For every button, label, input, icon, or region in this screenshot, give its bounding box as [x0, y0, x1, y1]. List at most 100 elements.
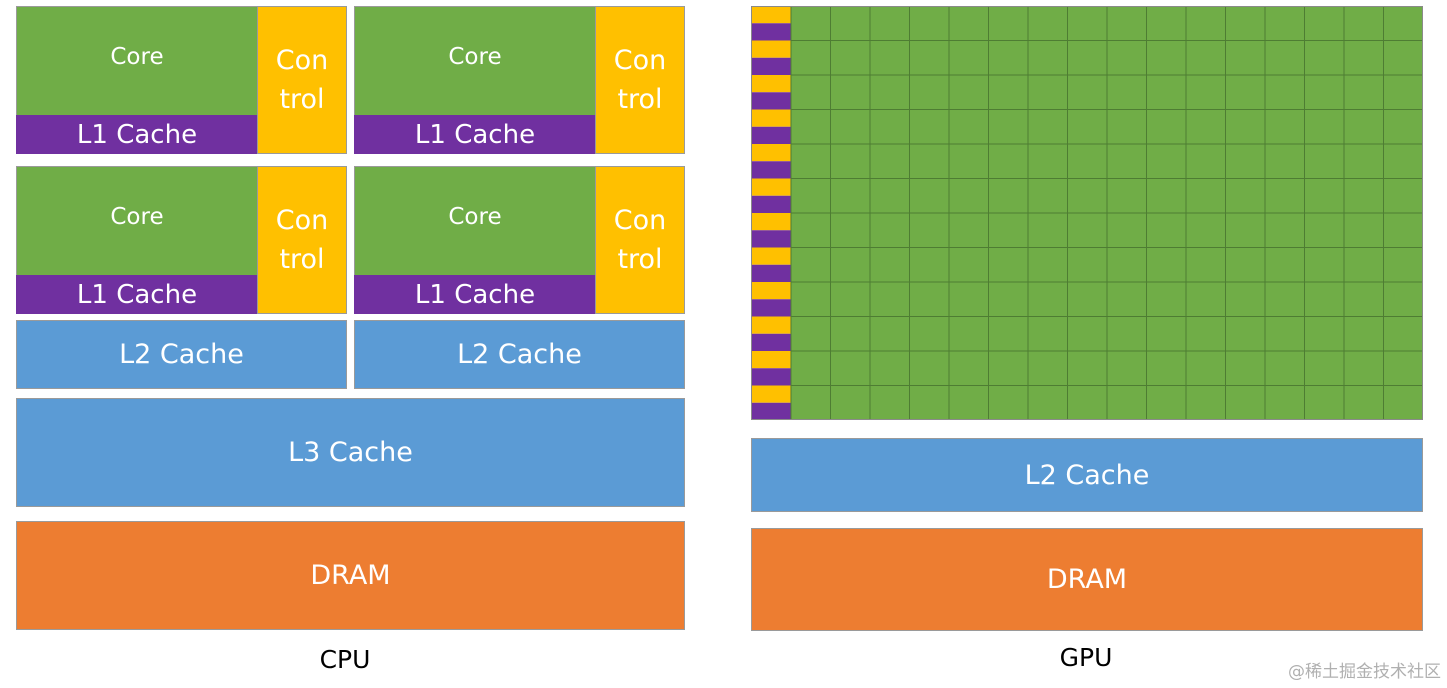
cpu-core-3: Core: [16, 166, 258, 276]
cpu-control-4: Con trol: [595, 166, 685, 314]
cpu-core-1: Core: [16, 6, 258, 116]
gpu-core-cell: [909, 74, 950, 110]
cpu-core-4: Core: [354, 166, 596, 276]
gpu-control-cell: [751, 75, 791, 93]
gpu-core-cell: [1304, 212, 1345, 248]
gpu-core-cell: [1343, 316, 1384, 352]
gpu-core-cell: [1304, 109, 1345, 145]
gpu-core-cell: [1225, 74, 1266, 110]
gpu-core-cell: [1225, 385, 1266, 420]
gpu-l1-cache-cell: [751, 195, 791, 213]
gpu-core-cell: [1185, 316, 1226, 352]
gpu-core-cell: [1106, 316, 1147, 352]
gpu-core-cell: [1264, 109, 1305, 145]
gpu-core-cell: [1264, 74, 1305, 110]
gpu-core-cell: [790, 178, 831, 214]
gpu-core-cell: [869, 281, 910, 317]
gpu-core-cell: [1185, 178, 1226, 214]
gpu-core-cell: [1383, 109, 1423, 145]
gpu-l1-cache-cell: [751, 368, 791, 386]
gpu-control-cell: [751, 385, 791, 403]
gpu-core-cell: [948, 6, 989, 41]
gpu-core-cell: [1185, 143, 1226, 179]
gpu-core-cell: [830, 74, 871, 110]
gpu-core-cell: [1383, 74, 1423, 110]
gpu-core-cell: [988, 40, 1029, 76]
gpu-core-cell: [1027, 385, 1068, 420]
gpu-core-cell: [948, 178, 989, 214]
cpu-caption: CPU: [319, 645, 371, 674]
gpu-core-cell: [1304, 40, 1345, 76]
gpu-core-cell: [869, 247, 910, 283]
gpu-core-cell: [1225, 143, 1266, 179]
cpu-l2-cache-left: L2 Cache: [16, 320, 347, 389]
gpu-core-cell: [1383, 281, 1423, 317]
gpu-core-cell: [1027, 178, 1068, 214]
gpu-core-cell: [1106, 212, 1147, 248]
gpu-core-cell: [1067, 212, 1108, 248]
gpu-core-cell: [1027, 350, 1068, 386]
gpu-core-cell: [988, 247, 1029, 283]
gpu-core-cell: [1067, 247, 1108, 283]
gpu-core-cell: [1185, 6, 1226, 41]
gpu-core-cell: [948, 212, 989, 248]
gpu-core-cell: [790, 6, 831, 41]
gpu-core-cell: [1304, 281, 1345, 317]
gpu-core-cell: [869, 316, 910, 352]
cpu-l2-cache-right: L2 Cache: [354, 320, 685, 389]
gpu-core-cell: [1146, 74, 1187, 110]
gpu-core-cell: [790, 143, 831, 179]
gpu-core-cell: [830, 316, 871, 352]
gpu-core-cell: [1304, 6, 1345, 41]
gpu-core-cell: [1264, 40, 1305, 76]
gpu-core-cell: [1304, 385, 1345, 420]
gpu-core-cell: [1067, 178, 1108, 214]
gpu-core-cell: [948, 109, 989, 145]
gpu-core-cell: [1383, 316, 1423, 352]
cpu-dram: DRAM: [16, 521, 685, 630]
cpu-control-3: Con trol: [257, 166, 347, 314]
gpu-core-cell: [1264, 350, 1305, 386]
gpu-l1-cache-cell: [751, 402, 791, 420]
gpu-core-cell: [909, 316, 950, 352]
gpu-core-cell: [1106, 281, 1147, 317]
gpu-core-cell: [1067, 109, 1108, 145]
gpu-core-cell: [1225, 281, 1266, 317]
gpu-core-cell: [830, 281, 871, 317]
gpu-core-cell: [1106, 40, 1147, 76]
gpu-l1-cache-cell: [751, 57, 791, 75]
gpu-core-cell: [948, 74, 989, 110]
gpu-core-cell: [790, 109, 831, 145]
gpu-core-cell: [790, 350, 831, 386]
gpu-core-cell: [1106, 109, 1147, 145]
gpu-core-cell: [1027, 247, 1068, 283]
gpu-core-cell: [1264, 6, 1305, 41]
gpu-control-cell: [751, 109, 791, 127]
gpu-core-cell: [1264, 247, 1305, 283]
gpu-core-cell: [988, 385, 1029, 420]
gpu-core-cell: [1343, 385, 1384, 420]
gpu-core-cell: [1027, 212, 1068, 248]
gpu-core-cell: [1304, 350, 1345, 386]
gpu-l1-cache-cell: [751, 230, 791, 248]
gpu-core-cell: [988, 178, 1029, 214]
gpu-control-cell: [751, 144, 791, 162]
gpu-core-cell: [830, 143, 871, 179]
gpu-core-cell: [948, 281, 989, 317]
gpu-core-cell: [790, 212, 831, 248]
gpu-l1-cache-cell: [751, 299, 791, 317]
gpu-core-cell: [1067, 74, 1108, 110]
gpu-core-cell: [1146, 281, 1187, 317]
gpu-core-cell: [830, 212, 871, 248]
gpu-core-cell: [790, 385, 831, 420]
gpu-core-cell: [790, 40, 831, 76]
gpu-l1-cache-cell: [751, 264, 791, 282]
gpu-core-cell: [1185, 74, 1226, 110]
gpu-core-cell: [1146, 6, 1187, 41]
gpu-core-cell: [869, 40, 910, 76]
gpu-core-cell: [988, 212, 1029, 248]
gpu-core-cell: [1185, 40, 1226, 76]
gpu-core-cell: [1343, 178, 1384, 214]
cpu-l1-cache-3: L1 Cache: [16, 275, 258, 314]
cpu-control-1: Con trol: [257, 6, 347, 154]
